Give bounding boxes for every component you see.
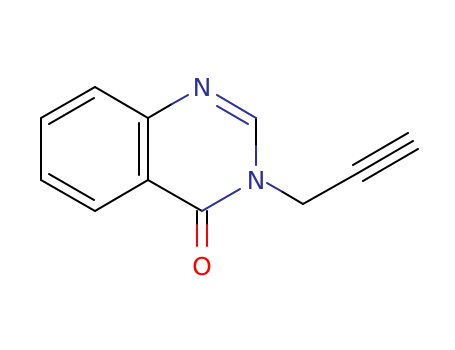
- oxygen-bonds: [196, 224, 208, 247]
- atom-n3-label: N: [247, 166, 266, 195]
- bond-c8a-n1-black: [147, 103, 173, 119]
- bond-c8a-n1-blue: [171, 94, 189, 105]
- bond-c5-c4a: [94, 179, 149, 212]
- bond-ch2-csp: [302, 172, 359, 205]
- bond-c8-c7: [40, 86, 96, 119]
- bond-csp-csp-1: [357, 140, 414, 174]
- bond-c6-c5-inner: [48, 173, 95, 201]
- bond-n1-c2-inner: [216, 105, 249, 125]
- bond-n3-ch2-blue: [266, 182, 282, 192]
- nitrogen-bonds: [171, 94, 282, 212]
- bond-n3-c4: [201, 188, 241, 212]
- bond-csp-csp-2: [352, 132, 409, 166]
- bond-c4a-c4: [147, 179, 203, 212]
- bond-c6-c5: [40, 179, 96, 212]
- atom-n1-label: N: [193, 73, 212, 102]
- bond-c8-c7-inner: [48, 97, 95, 125]
- bond-csp-csp-3: [362, 148, 419, 182]
- atom-o-label: O: [192, 252, 212, 281]
- bond-n1-c2: [216, 94, 257, 119]
- bond-c8a-c8: [94, 86, 149, 119]
- bond-n3-ch2-black: [280, 190, 304, 205]
- bonds: [40, 86, 419, 226]
